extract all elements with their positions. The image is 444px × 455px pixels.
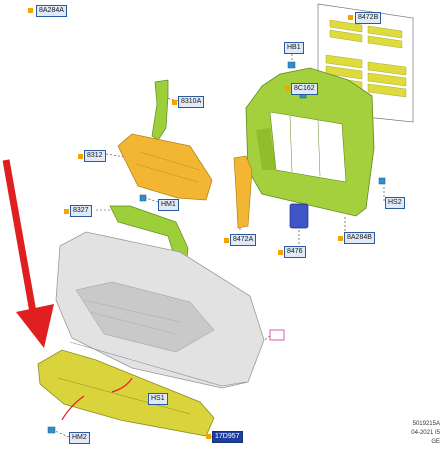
label-hb1: HB1 — [284, 42, 304, 54]
label-marker — [64, 209, 69, 214]
label-8472a: 8472A — [230, 234, 257, 246]
label-8327: 8327 — [70, 205, 92, 217]
label-hm1: HM1 — [158, 199, 179, 211]
label-marker — [285, 86, 290, 91]
label-marker — [278, 250, 283, 255]
bracket-8310a — [151, 79, 169, 141]
label-hs2: HS2 — [385, 197, 405, 209]
label-marker — [28, 8, 33, 13]
label-8472b: 8472B — [355, 12, 382, 24]
label-8c162: 8C162 — [291, 83, 318, 95]
red-indicator-arrows — [61, 377, 133, 421]
label-marker — [78, 154, 83, 159]
label-marker — [172, 100, 177, 105]
label-8476: 8476 — [284, 246, 306, 258]
label-8312: 8312 — [84, 150, 106, 162]
footer-code: 5019215A — [412, 421, 440, 427]
front-bumper-cover — [55, 231, 265, 389]
label-marker — [348, 15, 353, 20]
label-17d957: 17D957 — [212, 431, 243, 443]
footer-date: 04-2021 I5 — [411, 430, 440, 436]
label-marker — [338, 236, 343, 241]
red-pointer-arrow-icon — [2, 159, 54, 348]
radiator-support-frame — [245, 67, 375, 217]
label-hs1: HS1 — [148, 393, 168, 405]
grille-8312 — [117, 133, 213, 201]
footer-region: GE — [431, 439, 440, 445]
label-8310a: 8310A — [178, 96, 205, 108]
label-marker — [206, 434, 211, 439]
label-hm2: HM2 — [69, 432, 90, 444]
label-8a284a: 8A284A — [36, 5, 67, 17]
actuator-8476 — [289, 203, 309, 229]
energy-absorber-17d957 — [37, 349, 215, 437]
label-8a284b: 8A284B — [344, 232, 375, 244]
label-marker — [224, 238, 229, 243]
bracket-8472a — [233, 155, 253, 229]
sensor-connector — [269, 329, 285, 341]
